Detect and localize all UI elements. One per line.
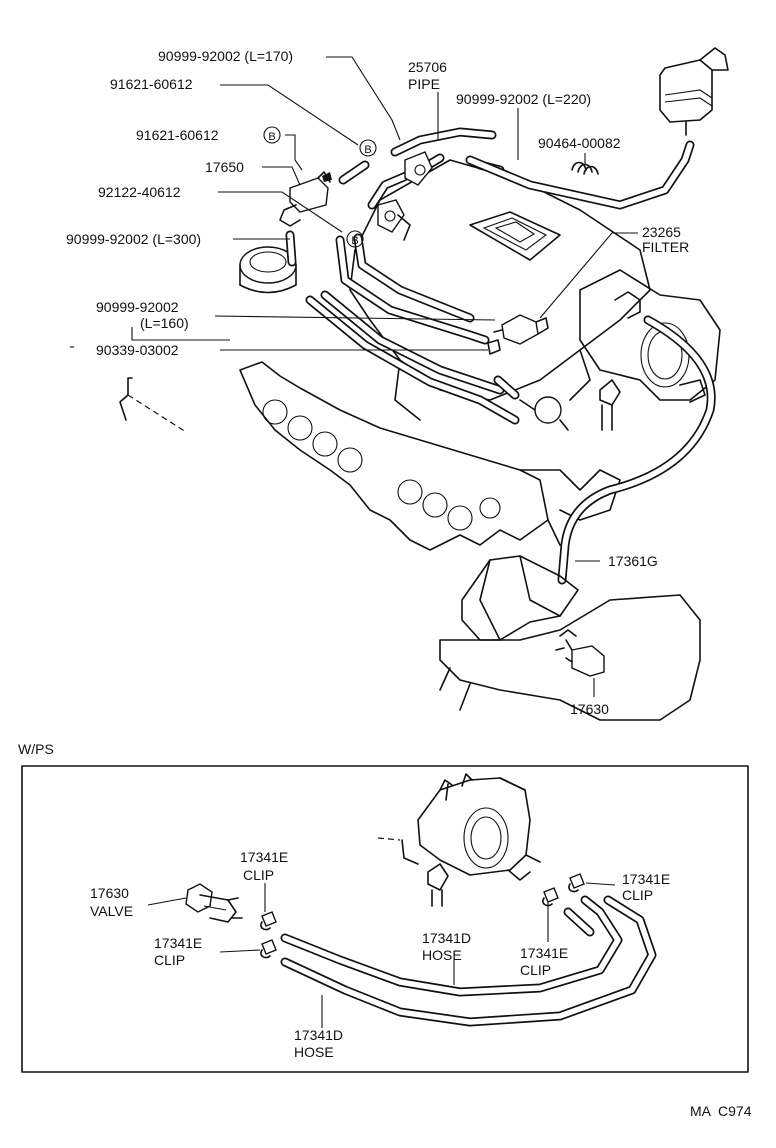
intake-manifold xyxy=(239,361,621,551)
hose-17361g xyxy=(557,315,716,585)
engine-block-outline xyxy=(70,346,187,433)
inset-hoses xyxy=(280,895,657,1027)
label-hose-l300: 90999-92002 (L=300) xyxy=(66,231,201,247)
part-90339 xyxy=(487,339,501,355)
label-valve-17630-name: VALVE xyxy=(90,903,133,919)
label-clip-a-num: 17341E xyxy=(240,849,288,865)
marker-b-3: B xyxy=(351,235,358,247)
filter-23265 xyxy=(493,314,549,345)
leader-lines-upper xyxy=(131,56,638,697)
label-hose-l160-b: (L=160) xyxy=(140,315,189,331)
label-clip-d-num: 17341E xyxy=(622,871,670,887)
label-hose-d2-name: HOSE xyxy=(294,1044,334,1060)
label-clip-b-num: 17341E xyxy=(154,935,202,951)
label-filter-number: 23265 xyxy=(642,224,681,240)
air-intake-plenum xyxy=(349,159,651,421)
label-part-90339: 90339-03002 xyxy=(96,342,179,358)
wps-inset-frame xyxy=(21,765,749,1073)
label-vsv-17650: 17650 xyxy=(205,159,244,175)
inset-throttle-body xyxy=(377,773,541,907)
label-wps: W/PS xyxy=(18,741,54,757)
label-hose-d2-num: 17341D xyxy=(294,1027,343,1043)
label-clip-c-name: CLIP xyxy=(520,962,551,978)
label-pipe-number: 25706 xyxy=(408,59,447,75)
vsv-17650 xyxy=(279,171,332,227)
label-valve-17630-num: 17630 xyxy=(90,885,129,901)
label-clip-d-name: CLIP xyxy=(622,887,653,903)
label-clip-b-name: CLIP xyxy=(154,952,185,968)
pipe-25706 xyxy=(377,127,497,241)
label-clip-90464: 90464-00082 xyxy=(538,135,621,151)
label-hose-l160-a: 90999-92002 xyxy=(96,299,179,315)
label-filter-name: FILTER xyxy=(642,239,689,255)
footer-code: MA C974 xyxy=(690,1103,752,1119)
leader-lines-inset xyxy=(147,882,616,1028)
marker-b-2: B xyxy=(268,131,275,143)
label-hose-l170: 90999-92002 (L=170) xyxy=(158,48,293,64)
label-union-91621-top: 91621-60612 xyxy=(110,76,193,92)
label-hose-l220: 90999-92002 (L=220) xyxy=(456,91,591,107)
label-clip-a-name: CLIP xyxy=(243,867,274,883)
label-valve-17630-top: 17630 xyxy=(570,701,609,717)
label-hose-d-num: 17341D xyxy=(422,930,471,946)
throttle-body xyxy=(579,269,721,431)
label-union-91621-b: 91621-60612 xyxy=(136,127,219,143)
lower-intake-housing xyxy=(439,555,701,721)
label-clip-c-num: 17341E xyxy=(520,945,568,961)
label-bolt-92122: 92122-40612 xyxy=(98,184,181,200)
hose-l220 xyxy=(465,140,695,210)
inset-clips xyxy=(260,873,585,959)
valve-17630-upper xyxy=(555,629,605,677)
marker-b-1: B xyxy=(364,144,371,156)
vacuum-reservoir xyxy=(239,246,297,294)
marker-b-group: B B B xyxy=(263,126,377,248)
inset-valve-17630 xyxy=(185,883,243,923)
label-pipe-name: PIPE xyxy=(408,76,440,92)
labels-inset: 17630 VALVE 17341E CLIP 17341E CLIP 1734… xyxy=(90,849,670,1060)
label-hose-17361g: 17361G xyxy=(608,553,658,569)
label-hose-d-name: HOSE xyxy=(422,947,462,963)
fuel-vapor-canister xyxy=(659,47,729,136)
labels-upper: 90999-92002 (L=170) 91621-60612 91621-60… xyxy=(66,48,689,717)
vacuum-pipe-bundle xyxy=(305,153,520,425)
actuator-diaphragm xyxy=(493,375,569,431)
